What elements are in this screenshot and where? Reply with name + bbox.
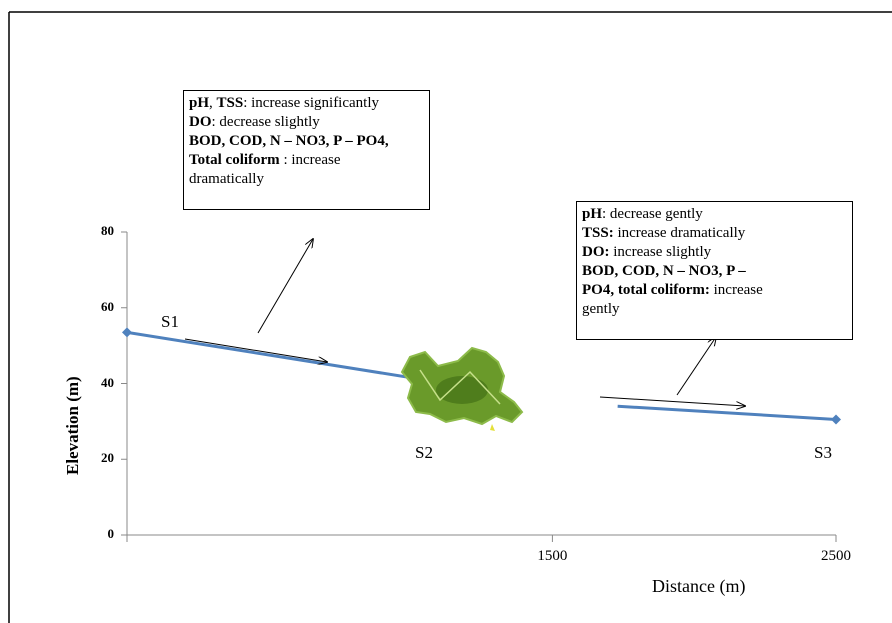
axes (121, 231, 837, 542)
series-line-segment (126, 330, 448, 385)
annotation-line: PO4, total coliform: increase (582, 281, 847, 300)
annotation-line: DO: decrease slightly (189, 113, 424, 132)
annotation-text: gently (582, 301, 620, 317)
y-tick-label: 40 (101, 374, 114, 390)
data-point-marker (122, 327, 132, 338)
site-label-s3: S3 (814, 443, 832, 462)
annotation-line: dramatically (189, 170, 424, 189)
annotation-text: , (209, 95, 217, 111)
annotation-text: : decrease slightly (211, 114, 320, 130)
data-point-marker (831, 414, 841, 425)
annotation-line: pH: decrease gently (582, 205, 847, 224)
annotation-bold-text: DO: (582, 244, 610, 260)
site-label-s2: S2 (415, 443, 433, 462)
annotation-bold-text: Total coliform (189, 152, 280, 168)
lake-detail (490, 424, 495, 431)
x-axis-title: Distance (m) (652, 576, 746, 596)
series-layer (122, 327, 841, 425)
y-tick-label: 80 (101, 223, 114, 238)
annotation-line: DO: increase slightly (582, 243, 847, 262)
annotation-bold-text: TSS: (582, 225, 614, 241)
annotation-bold-text: pH (582, 206, 603, 222)
y-tick-label: 60 (101, 298, 114, 314)
annotation-text: : decrease gently (602, 206, 703, 222)
x-tick-label: 2500 (821, 548, 851, 564)
annotation-text: increase slightly (609, 244, 712, 260)
arrows-layer (184, 239, 745, 406)
annotation-text: : increase (279, 152, 341, 168)
pointer-arrow-s1-s2 (257, 239, 313, 334)
pointer-arrow-s2-s3 (676, 337, 716, 396)
annotation-text: : increase significantly (243, 95, 380, 111)
annotation-bold-text: BOD, COD, N – NO3, P – PO4, (189, 133, 389, 149)
lake-path (419, 369, 501, 405)
series-line-segment (617, 404, 837, 421)
annotation-line: pH, TSS: increase significantly (189, 94, 424, 113)
annotation-text: dramatically (189, 171, 264, 187)
flow-arrow-s2-s3 (599, 396, 745, 406)
annotation-text: increase (709, 282, 763, 298)
flow-arrow-s1-s2 (184, 338, 327, 362)
annotation-bold-text: BOD, COD, N – NO3, P – (582, 263, 746, 279)
annotation-bold-text: DO (189, 114, 212, 130)
annotation-bold-text: TSS (216, 95, 244, 111)
annotation-bold-text: pH (189, 95, 210, 111)
annotation-line: Total coliform : increase (189, 151, 424, 170)
lake-water (436, 376, 488, 404)
annotation-line: gently (582, 300, 847, 319)
annotation-text: increase dramatically (613, 225, 746, 241)
annotation-line: BOD, COD, N – NO3, P – (582, 262, 847, 281)
annotation-line: BOD, COD, N – NO3, P – PO4, (189, 132, 424, 151)
x-tick-label: 1500 (537, 548, 568, 564)
site-label-s1: S1 (161, 312, 179, 331)
annotation-line: TSS: increase dramatically (582, 224, 847, 243)
y-tick-label: 0 (107, 526, 115, 541)
y-axis-title: Elevation (m) (63, 376, 82, 475)
y-tick-label: 20 (101, 450, 114, 466)
annotation-bold-text: PO4, total coliform: (582, 282, 710, 298)
lake-image (400, 346, 524, 431)
